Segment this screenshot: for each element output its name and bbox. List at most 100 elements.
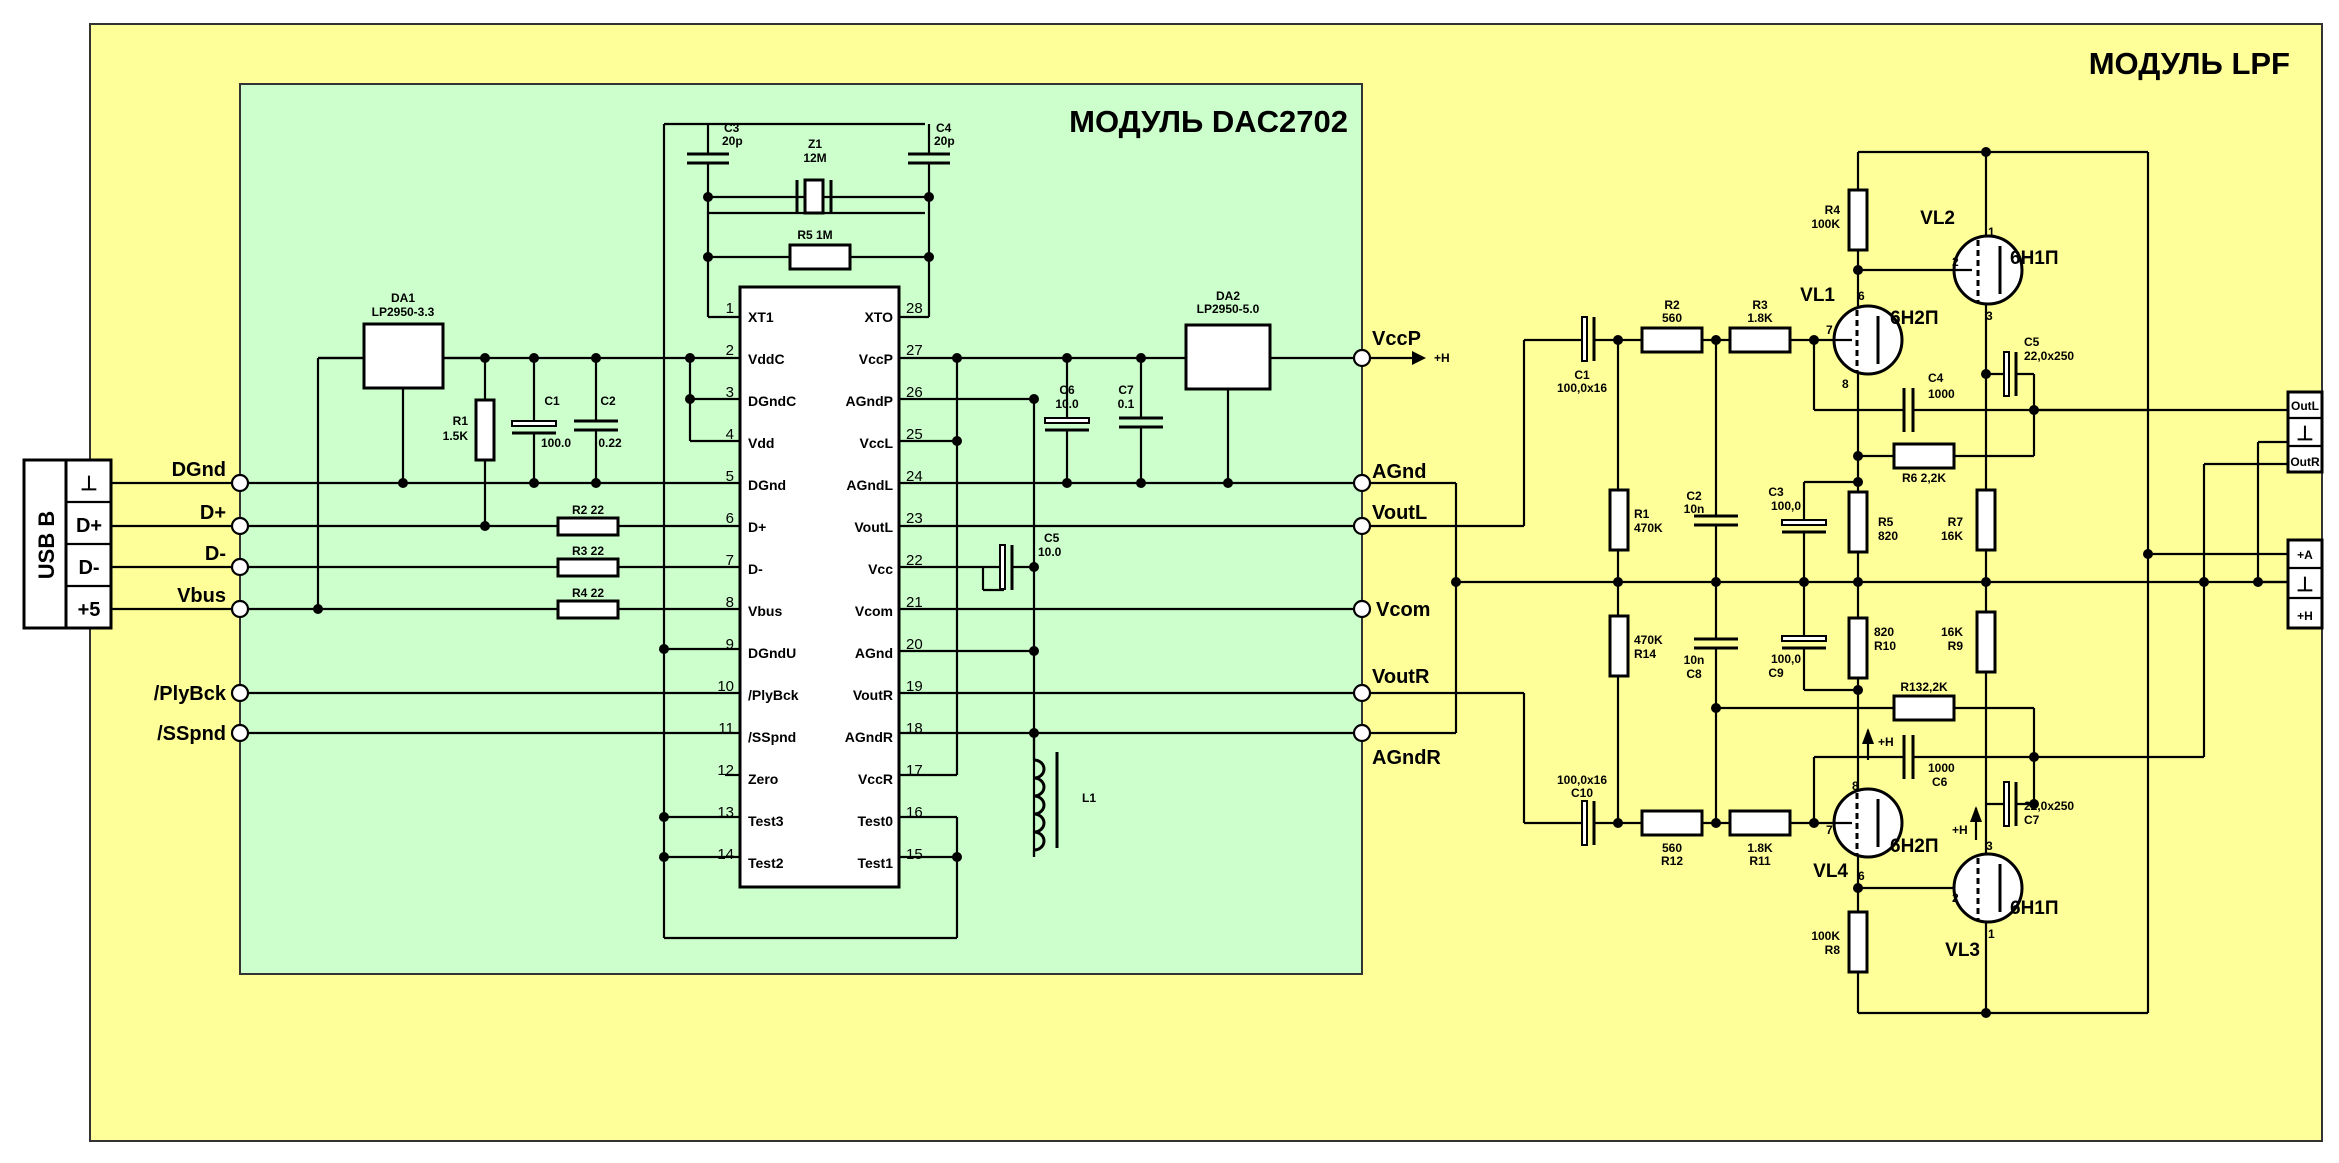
chip-pin-number: 7	[726, 552, 734, 569]
power-gnd: ⊥	[2296, 574, 2313, 596]
chip-pin-name: Vcc	[868, 561, 893, 577]
lpf-c3-name: C3	[1768, 485, 1784, 499]
vl3-pin1: 1	[1988, 927, 1995, 941]
vl3-label: VL3	[1945, 940, 1980, 961]
lpf-c2-name: C2	[1686, 489, 1702, 503]
lpf-c1-value: 100,0x16	[1557, 381, 1607, 395]
chip-pin-number: 10	[717, 678, 734, 695]
lpf-r12-resistor	[1640, 809, 1704, 837]
lpf-r12-value: 560	[1662, 841, 1682, 855]
signal-vccp: VccP	[1372, 328, 1421, 350]
chip-pin-number: 2	[726, 342, 734, 359]
junction-dot	[1853, 265, 1863, 275]
junction-dot	[1853, 883, 1863, 893]
lpf-c10-name: C10	[1571, 786, 1593, 800]
chip-pin-name: AGndR	[845, 729, 893, 745]
lpf-r1-resistor	[1608, 488, 1630, 552]
lpf-c5-name: C5	[2024, 335, 2040, 349]
c6-value: 10.0	[1055, 397, 1079, 411]
lpf-r5-resistor	[1847, 490, 1869, 554]
dac2702-chip	[738, 285, 901, 889]
vl2-pin1: 1	[1988, 225, 1995, 239]
chip-pin-name: Test2	[748, 855, 784, 871]
lpf-r11-name: R11	[1749, 854, 1771, 868]
chip-pin-number: 25	[906, 426, 923, 443]
c2-name: C2	[600, 394, 616, 408]
l1-inductor	[1033, 758, 1046, 852]
module-terminal	[230, 683, 250, 703]
junction-dot	[1062, 353, 1072, 363]
junction-dot	[313, 604, 323, 614]
lpf-r9-value: 16K	[1941, 625, 1963, 639]
signal-dgnd: DGnd	[172, 459, 226, 481]
c5-value: 10.0	[1038, 545, 1062, 559]
da1-value: LP2950-3.3	[372, 305, 435, 319]
chip-pin-name: Zero	[748, 771, 778, 787]
junction-dot	[2253, 577, 2263, 587]
chip-pin-name: DGndC	[748, 393, 796, 409]
lpf-r7-value: 16K	[1941, 529, 1963, 543]
junction-dot	[1029, 394, 1039, 404]
lpf-c7-name: C7	[2024, 813, 2040, 827]
module-terminal	[230, 599, 250, 619]
junction-dot	[1451, 577, 1461, 587]
chip-pin-name: VccL	[860, 435, 894, 451]
lpf-r4-value: 100K	[1811, 217, 1840, 231]
lpf-r11-resistor	[1728, 809, 1792, 837]
l1-name: L1	[1082, 791, 1096, 805]
junction-dot	[685, 394, 695, 404]
chip-pin-number: 11	[718, 720, 734, 737]
junction-dot	[529, 478, 539, 488]
vl4-pin6: 6	[1858, 869, 1865, 883]
c3-name: C3	[724, 121, 740, 135]
chip-pin-number: 1	[726, 300, 734, 317]
lpf-r8-name: R8	[1825, 943, 1841, 957]
junction-dot	[480, 353, 490, 363]
usb-label: USB B	[34, 511, 59, 579]
junction-dot	[952, 353, 962, 363]
usb-pin-dminus: D-	[78, 557, 99, 579]
lpf-r1-value: 470K	[1634, 521, 1663, 535]
lpf-r10-resistor	[1847, 616, 1869, 680]
chip-pin-name: AGndL	[846, 477, 893, 493]
junction-dot	[591, 353, 601, 363]
r1-value: 1.5K	[443, 429, 469, 443]
chip-pin-number: 14	[717, 846, 734, 863]
junction-dot	[1062, 478, 1072, 488]
signal-sspnd: /SSpnd	[157, 723, 226, 745]
junction-dot	[1029, 646, 1039, 656]
vl3-tube	[1952, 852, 2024, 924]
junction-dot	[1613, 577, 1623, 587]
chip-pin-name: VccP	[859, 351, 893, 367]
lpf-r2-resistor	[1640, 326, 1704, 354]
junction-dot	[952, 436, 962, 446]
lpf-c2-value: 10n	[1684, 502, 1705, 516]
chip-pin-number: 6	[726, 510, 734, 527]
junction-dot	[1711, 335, 1721, 345]
r5-resistor	[788, 243, 852, 271]
lpf-r3-value: 1.8K	[1747, 311, 1773, 325]
terminals	[230, 348, 1372, 743]
signal-dplus: D+	[200, 502, 226, 524]
r1-resistor	[474, 398, 496, 462]
vl1-pin6: 6	[1858, 289, 1865, 303]
c4-name: C4	[936, 121, 952, 135]
lpf-r5-value: 820	[1878, 529, 1898, 543]
chip-pin-name: D+	[748, 519, 766, 535]
lpf-r2-name: R2	[1664, 298, 1680, 312]
junction-dot	[2143, 549, 2153, 559]
chip-pin-name: /SSpnd	[748, 729, 796, 745]
lpf-module-title: МОДУЛЬ LPF	[2089, 46, 2290, 81]
lpf-c9-value: 100,0	[1771, 652, 1801, 666]
junction-dot	[2199, 577, 2209, 587]
junction-dot	[1136, 353, 1146, 363]
lpf-r7-name: R7	[1948, 515, 1964, 529]
lpf-power-connector: +A ⊥ +H	[2286, 538, 2324, 630]
chip-pin-number: 21	[906, 594, 923, 611]
chip-pin-name: D-	[748, 561, 763, 577]
vl4-type: 6Н2П	[1890, 836, 1939, 857]
module-terminal	[1352, 599, 1372, 619]
junction-dot	[2029, 752, 2039, 762]
lpf-c4-value: 1000	[1928, 387, 1955, 401]
